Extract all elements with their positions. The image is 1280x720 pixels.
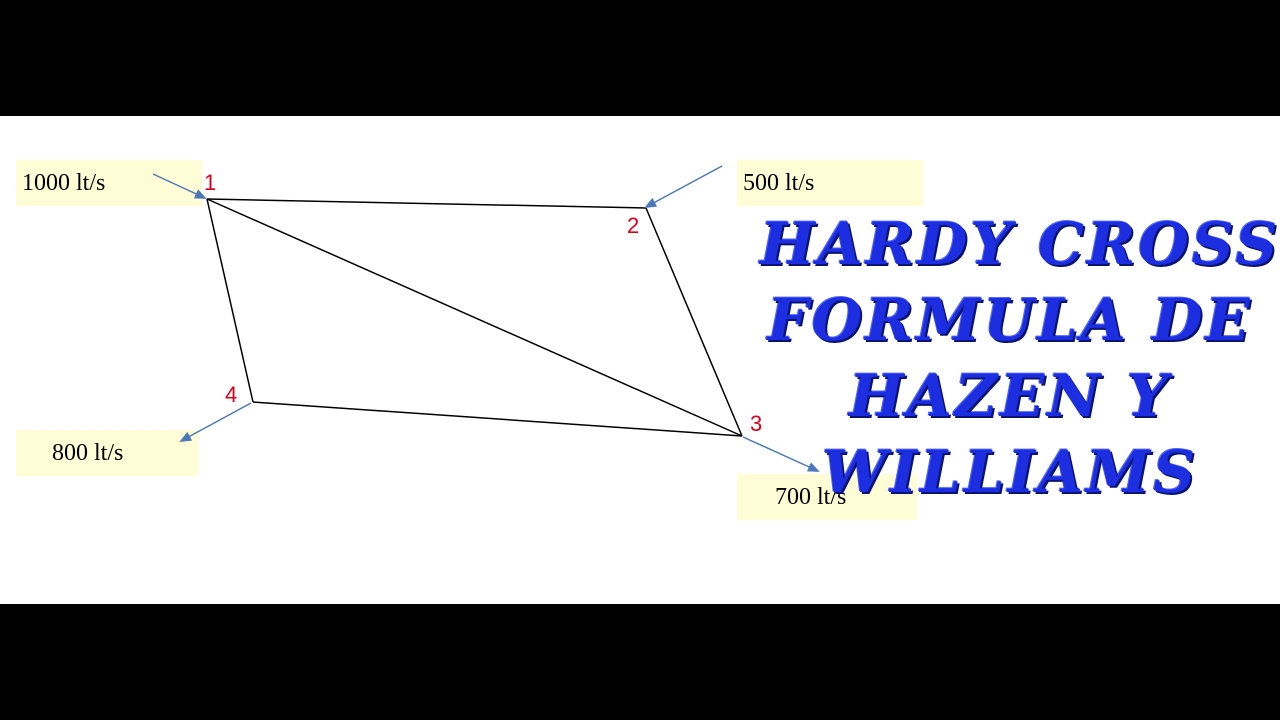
node-label-1: 1	[204, 170, 217, 195]
arrow-inflow-node2	[644, 165, 723, 208]
arrow-outflow-node4	[179, 402, 252, 442]
pipe-2-3	[645, 207, 743, 437]
flow-box-node4: 800 lt/s	[16, 430, 198, 476]
letterbox-top	[0, 0, 1280, 116]
arrow-inflow-node1	[152, 173, 207, 199]
title-line-2: FORMULA DE	[767, 286, 1253, 354]
title-block: HARDY CROSS- FORMULA DE HAZEN Y WILLIAMS	[760, 206, 1280, 510]
node-label-2: 2	[627, 213, 640, 238]
node-label-4: 4	[225, 382, 238, 407]
pipe-network	[152, 165, 820, 472]
title-line-4: WILLIAMS	[821, 438, 1199, 506]
pipe-1-2	[206, 198, 647, 209]
slide-canvas: 1000 lt/s 500 lt/s 800 lt/s 700 lt/s 1 2…	[0, 116, 1280, 604]
title-line-3: HAZEN Y	[849, 362, 1171, 430]
title-line-1: HARDY CROSS-	[760, 210, 1280, 278]
flow-box-node3: 700 lt/s	[737, 474, 917, 520]
letterbox-bottom	[0, 604, 1280, 720]
pipe-1-4	[206, 198, 254, 403]
arrow-outflow-node3	[742, 436, 820, 472]
node-label-3: 3	[750, 411, 763, 436]
pipe-1-3	[206, 198, 743, 437]
flow-value-outflow-node4: 800 lt/s	[52, 440, 124, 466]
flow-value-inflow-node1: 1000 lt/s	[22, 170, 106, 196]
flow-box-node2: 500 lt/s	[737, 160, 923, 206]
flow-value-inflow-node2: 500 lt/s	[743, 170, 815, 196]
flow-value-outflow-node3: 700 lt/s	[775, 484, 847, 510]
pipe-4-3	[252, 401, 743, 437]
